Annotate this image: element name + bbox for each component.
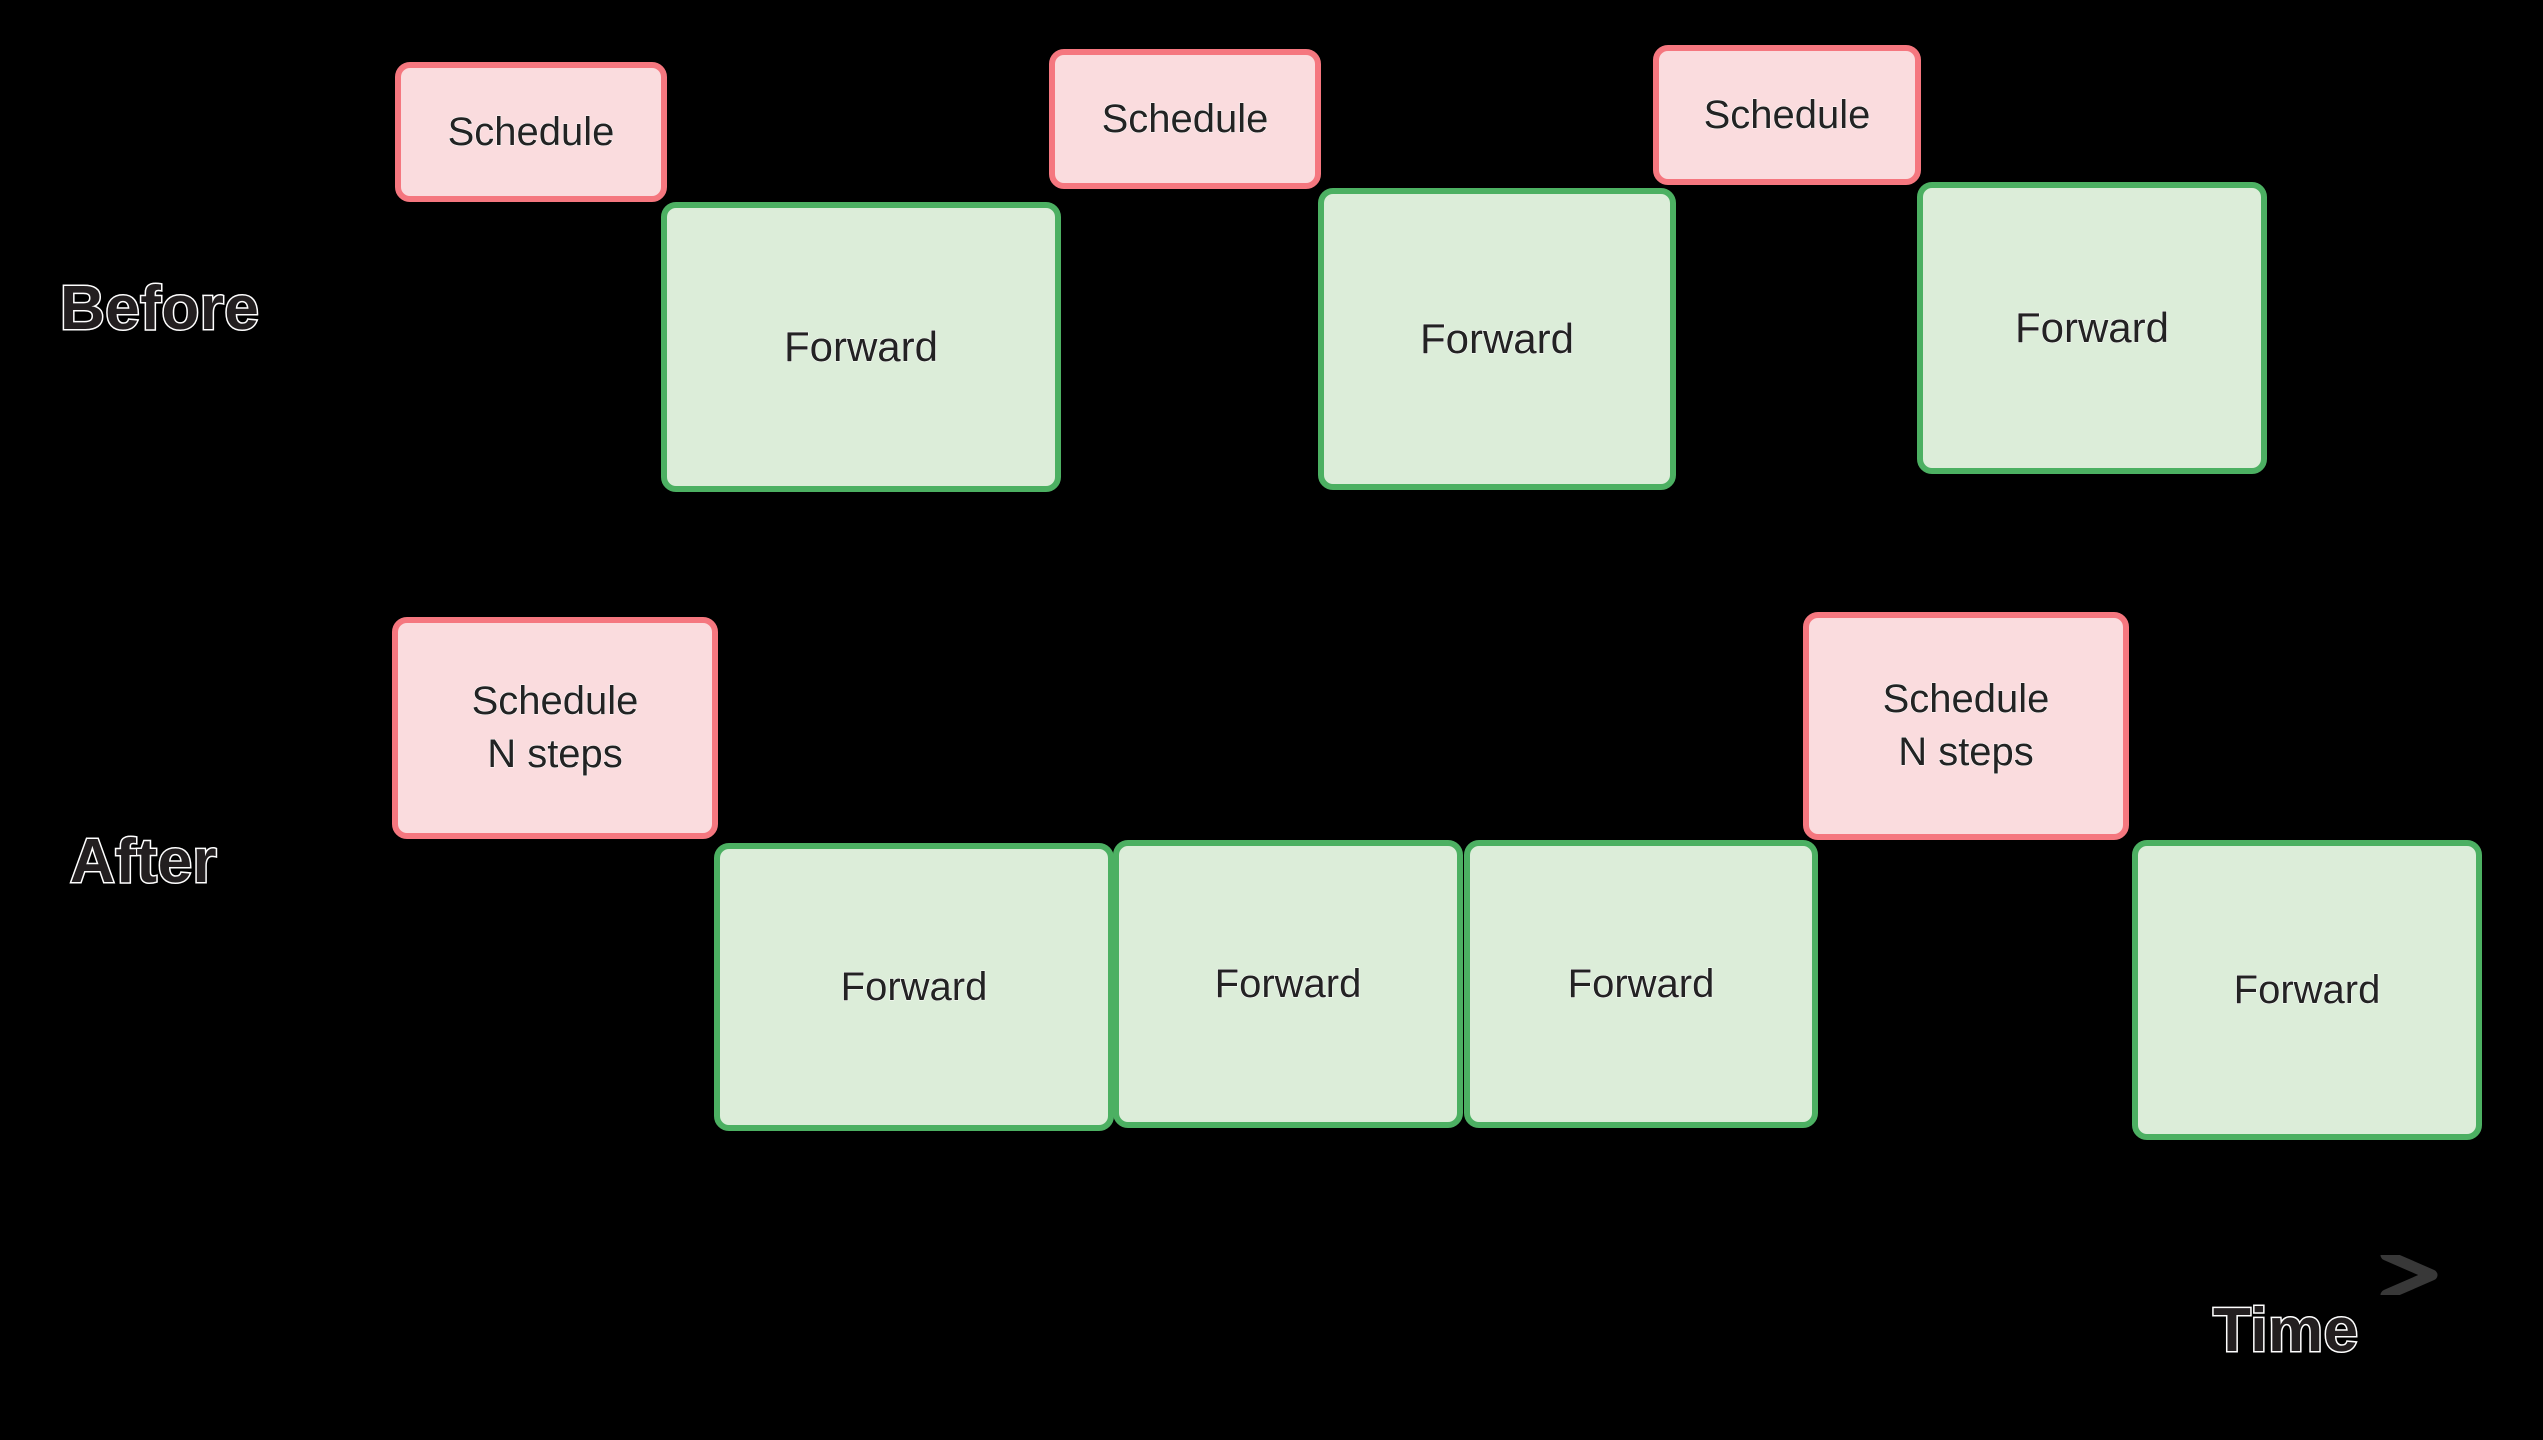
after-forward-box-2-label: Forward (1214, 961, 1362, 1006)
after-forward-box-3-label: Forward (1567, 961, 1715, 1006)
before-forward-box-3-label: Forward (2014, 304, 2170, 352)
before-schedule-box-1: Schedule (395, 62, 667, 202)
after-schedule-box-1-label-line2: N steps (487, 732, 624, 777)
before-forward-box-1: Forward (661, 202, 1061, 492)
after-schedule-box-1: Schedule N steps (392, 617, 718, 839)
before-forward-box-2: Forward (1318, 188, 1676, 490)
after-forward-box-4-label: Forward (2233, 967, 2381, 1012)
time-axis-label: Time (2212, 1295, 2360, 1367)
time-axis-arrowhead-icon (2380, 1255, 2438, 1295)
before-schedule-box-1-label: Schedule (447, 109, 615, 154)
after-forward-box-4: Forward (2132, 840, 2482, 1140)
before-schedule-box-3-label: Schedule (1703, 92, 1871, 137)
after-forward-box-3: Forward (1464, 840, 1818, 1128)
time-axis-arrow (380, 1255, 2438, 1295)
time-axis (380, 1255, 2445, 1295)
after-schedule-box-2: Schedule N steps (1803, 612, 2129, 840)
before-forward-box-3: Forward (1917, 182, 2267, 474)
after-forward-box-2: Forward (1113, 840, 1463, 1128)
after-forward-box-1: Forward (714, 843, 1114, 1131)
after-schedule-box-2-label-line1: Schedule (1882, 677, 2050, 722)
row-label-after: After (68, 826, 218, 898)
after-forward-box-1-label: Forward (840, 964, 988, 1009)
before-forward-box-2-label: Forward (1419, 315, 1575, 363)
before-forward-box-1-label: Forward (783, 323, 939, 371)
after-schedule-box-1-label-line1: Schedule (471, 679, 639, 724)
row-label-before: Before (58, 273, 260, 345)
before-schedule-box-2-label: Schedule (1101, 96, 1269, 141)
before-schedule-box-2: Schedule (1049, 49, 1321, 189)
after-schedule-box-2-label-line2: N steps (1898, 730, 2035, 775)
before-schedule-box-3: Schedule (1653, 45, 1921, 185)
